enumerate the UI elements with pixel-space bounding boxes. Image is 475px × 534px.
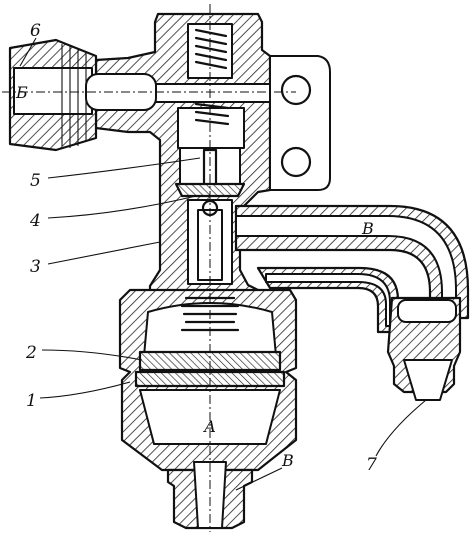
label-ref-3: 3: [30, 257, 41, 277]
label-ref-2: 2: [25, 343, 37, 363]
label-channel-v-top: В: [361, 219, 374, 238]
right-nut-sleeve: [397, 299, 457, 323]
mounting-bracket: [269, 55, 331, 191]
leader-6: [19, 37, 37, 67]
left-nut-ribs: [61, 44, 87, 148]
right-nozzle-7: [403, 359, 453, 401]
label-chamber-a: А: [203, 417, 216, 436]
label-port-b: Б: [15, 83, 28, 102]
leader-1: [39, 381, 131, 399]
top-spring: [194, 28, 228, 70]
bracket-hole-lower: [280, 146, 312, 178]
bracket-hole-upper: [280, 74, 312, 106]
bottom-outlet-bore: [193, 461, 227, 529]
lower-bypass-tube: [256, 266, 400, 334]
left-fitting-bore: [13, 67, 93, 115]
leader-7: [375, 399, 427, 457]
label-ref-7: 7: [366, 455, 377, 475]
leader-v-bottom: [235, 467, 283, 491]
label-ref-5: 5: [30, 171, 41, 191]
leader-4: [47, 195, 197, 219]
lower-bypass-inner: [265, 273, 391, 327]
label-ref-1: 1: [26, 391, 37, 411]
leader-3: [47, 241, 161, 265]
leader-5: [47, 157, 201, 179]
label-ref-6: 6: [30, 21, 41, 41]
leader-2: [41, 349, 143, 361]
label-channel-v-bottom: В: [281, 451, 294, 470]
label-ref-4: 4: [29, 211, 41, 231]
valve-seat-4: [174, 182, 246, 198]
